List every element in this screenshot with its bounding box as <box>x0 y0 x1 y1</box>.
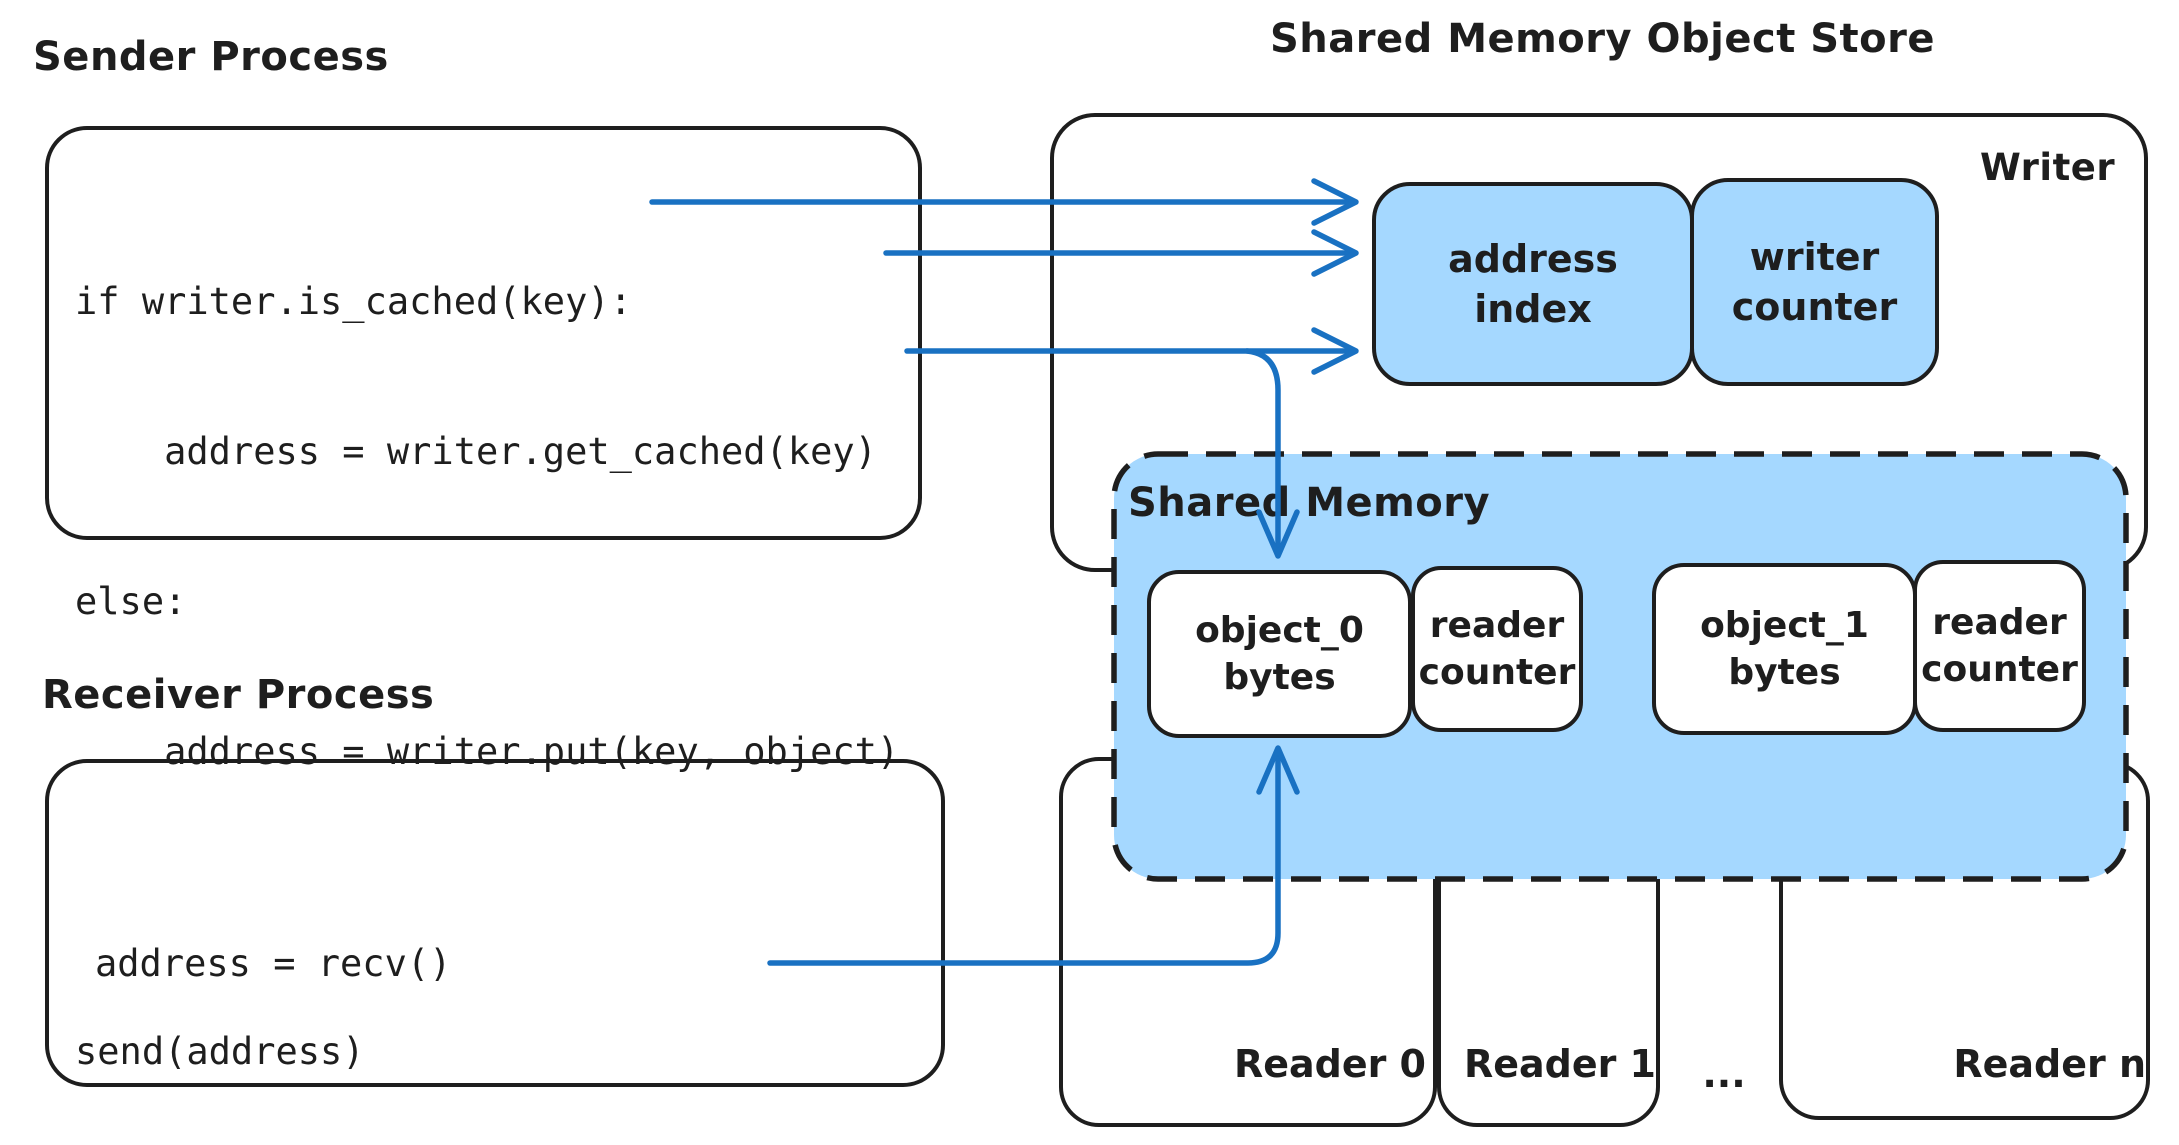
writer-counter-box: writer counter <box>1690 178 1939 386</box>
object-1-label-line2: bytes <box>1728 652 1841 693</box>
writer-counter-label-line2: counter <box>1731 285 1898 329</box>
object-1-slot: object_1 bytes <box>1652 563 1917 735</box>
address-index-label-line1: address <box>1448 237 1618 281</box>
address-index-label-line2: index <box>1474 287 1592 331</box>
code-line <box>95 1089 763 1139</box>
reader-n-label: Reader n <box>1953 1042 2146 1086</box>
code-line: address = writer.get_cached(key) <box>75 430 877 473</box>
object-0-label-line2: bytes <box>1223 657 1336 698</box>
object-0-slot: object_0 bytes <box>1147 570 1412 738</box>
readers-ellipsis: ... <box>1702 1052 1746 1096</box>
code-line: if writer.is_cached(key): <box>75 280 632 323</box>
code-line: send(address) <box>75 1030 365 1073</box>
code-line: address = recv() <box>95 942 452 985</box>
writer-label: Writer <box>1980 146 2116 189</box>
object-1-label-line1: object_1 <box>1700 605 1869 646</box>
reader-1-label: Reader 1 <box>1463 1042 1656 1086</box>
reader-counter-label-line2: counter <box>1921 649 2078 690</box>
receiver-code: address = recv() object = reader_0.get(a… <box>95 839 763 1145</box>
sender-process-title: Sender Process <box>33 34 389 80</box>
reader-counter-slot-1: reader counter <box>1913 560 2086 732</box>
reader-counter-label-line1: reader <box>1429 605 1565 646</box>
receiver-process-title: Receiver Process <box>42 672 435 718</box>
reader-counter-label-line1: reader <box>1932 602 2067 643</box>
reader-0-label: Reader 0 <box>1233 1042 1426 1086</box>
reader-counter-label-line2: counter <box>1418 652 1576 693</box>
shared-memory-label: Shared Memory <box>1128 480 1491 526</box>
reader-counter-slot-0: reader counter <box>1411 566 1583 732</box>
sender-process-box <box>45 126 922 540</box>
object-0-label-line1: object_0 <box>1195 610 1364 651</box>
code-line: else: <box>75 580 187 623</box>
writer-counter-label-line1: writer <box>1749 235 1880 279</box>
store-title: Shared Memory Object Store <box>1270 16 1936 62</box>
address-index-box: address index <box>1372 182 1694 386</box>
